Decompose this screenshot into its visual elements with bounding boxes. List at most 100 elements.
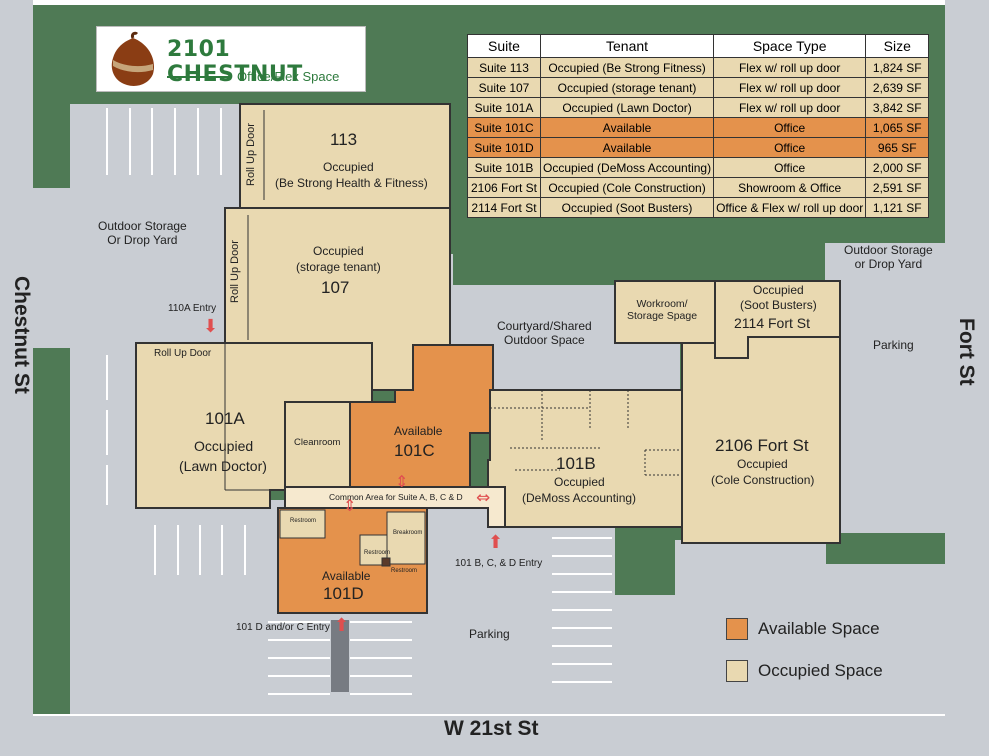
breakroom-label: Breakroom — [393, 530, 423, 536]
table-cell: Office — [713, 137, 867, 158]
arrow-up-icon: ⬆ — [334, 615, 350, 636]
table-cell: Suite 101D — [467, 137, 541, 158]
legend-label-occupied: Occupied Space — [758, 661, 883, 680]
table-cell: Suite 101C — [467, 117, 541, 138]
table-cell: 2,639 SF — [865, 77, 930, 98]
table-cell: Occupied (Be Strong Fitness) — [539, 57, 715, 78]
suite-113-status: Occupied — [323, 160, 374, 174]
suite-113-shape — [239, 103, 451, 209]
table-cell: 2114 Fort St — [467, 197, 541, 218]
arrow-up-down-icon: ⇕ — [343, 496, 357, 515]
table-cell: 3,842 SF — [865, 97, 930, 118]
cleanroom-label: Cleanroom — [294, 437, 341, 448]
suite-107-tenant: (storage tenant) — [296, 260, 381, 274]
table-cell: 2,591 SF — [865, 177, 930, 198]
suite-101b-status: Occupied — [554, 475, 605, 489]
fort-2106-shape — [681, 336, 841, 544]
fort-2106-status: Occupied — [737, 457, 788, 471]
table-header: Space Type — [713, 34, 867, 58]
workroom-label: Workroom/ Storage Spage — [627, 298, 698, 323]
table-cell: Flex w/ roll up door — [713, 97, 867, 118]
fort-2106-tenant: (Cole Construction) — [711, 473, 815, 487]
table-cell: Occupied (Soot Busters) — [539, 197, 715, 218]
table-cell: Occupied (Cole Construction) — [539, 177, 715, 198]
table-header-row: Suite Tenant Space Type Size — [467, 34, 930, 58]
courtyard-label: Courtyard/Shared Outdoor Space — [497, 319, 592, 347]
entry-110a-label: 110A Entry — [168, 303, 217, 314]
suite-101b-tenant: (DeMoss Accounting) — [522, 491, 637, 505]
table-header: Tenant — [539, 34, 715, 58]
table-cell: Flex w/ roll up door — [713, 77, 867, 98]
table-cell: 1,121 SF — [865, 197, 930, 218]
fort-2114-status: Occupied — [753, 283, 804, 297]
table-cell: Suite 113 — [467, 57, 541, 78]
table-cell: Occupied (Lawn Doctor) — [539, 97, 715, 118]
walkway — [331, 620, 349, 692]
arrow-left-right-icon: ⇔ — [476, 488, 491, 508]
outdoor-storage-left: Outdoor Storage Or Drop Yard — [98, 219, 187, 247]
fort-2106-number: 2106 Fort St — [715, 436, 809, 455]
suite-113-number: 113 — [330, 130, 358, 149]
arrow-down-icon: ⬇ — [203, 316, 219, 337]
table-cell: Occupied (storage tenant) — [539, 77, 715, 98]
entry-bcd-label: 101 B, C, & D Entry — [455, 558, 543, 569]
table-header: Size — [865, 34, 930, 58]
street-label-w21st: W 21st St — [444, 717, 539, 740]
suite-101a-number: 101A — [205, 409, 245, 428]
restroom-label-3: Restroom — [391, 568, 418, 574]
table-cell: Occupied (DeMoss Accounting) — [539, 157, 715, 178]
arrow-up-down-icon: ⇕ — [395, 472, 409, 491]
table-cell: Available — [539, 137, 715, 158]
suite-107-number: 107 — [321, 278, 350, 297]
table-cell: 2,000 SF — [865, 157, 930, 178]
roll-up-door-107: Roll Up Door — [229, 240, 241, 303]
suite-101a-status: Occupied — [194, 438, 254, 454]
table-cell: Flex w/ roll up door — [713, 57, 867, 78]
table-cell: 1,824 SF — [865, 57, 930, 78]
table-cell: Office — [713, 117, 867, 138]
cleanroom-shape — [284, 401, 351, 488]
legend-swatch-available — [726, 618, 748, 640]
roll-up-door-113: Roll Up Door — [245, 123, 257, 186]
suite-101a-tenant: (Lawn Doctor) — [179, 458, 267, 474]
logo-brand-name: 2101 CHESTNUT — [167, 37, 303, 87]
table-cell: Suite 107 — [467, 77, 541, 98]
table-cell: 2106 Fort St — [467, 177, 541, 198]
legend-swatch-occupied — [726, 660, 748, 682]
table-cell: Showroom & Office — [713, 177, 867, 198]
fort-2114-tenant: (Soot Busters) — [740, 298, 817, 312]
street-label-fort: Fort St — [955, 318, 978, 386]
fort-2114-number: 2114 Fort St — [734, 315, 811, 331]
table-cell: 965 SF — [865, 137, 930, 158]
common-area-label: Common Area for Suite A, B, C & D — [329, 492, 463, 502]
suite-101c-number: 101C — [394, 441, 435, 460]
building-footprints — [135, 103, 841, 614]
logo-rule — [167, 76, 229, 78]
restroom-label-1: Restroom — [290, 518, 317, 524]
suite-107-status: Occupied — [313, 244, 364, 258]
roll-up-door-101a: Roll Up Door — [154, 348, 212, 359]
table-cell: Suite 101A — [467, 97, 541, 118]
table-cell: Available — [539, 117, 715, 138]
chestnut-icon — [111, 31, 155, 86]
arrow-up-icon: ⬆ — [488, 532, 504, 553]
table-cell: Office — [713, 157, 867, 178]
outdoor-storage-right: Outdoor Storage or Drop Yard — [844, 243, 933, 271]
suite-101b-number: 101B — [556, 454, 596, 473]
entry-d-label: 101 D and/or C Entry — [236, 622, 330, 633]
table-cell: 1,065 SF — [865, 117, 930, 138]
parking-label-bottom: Parking — [469, 627, 510, 641]
suite-101d-status: Available — [322, 569, 371, 583]
suite-101c-status: Available — [394, 424, 443, 438]
suite-113-tenant: (Be Strong Health & Fitness) — [275, 176, 428, 190]
street-label-chestnut: Chestnut St — [10, 276, 33, 394]
